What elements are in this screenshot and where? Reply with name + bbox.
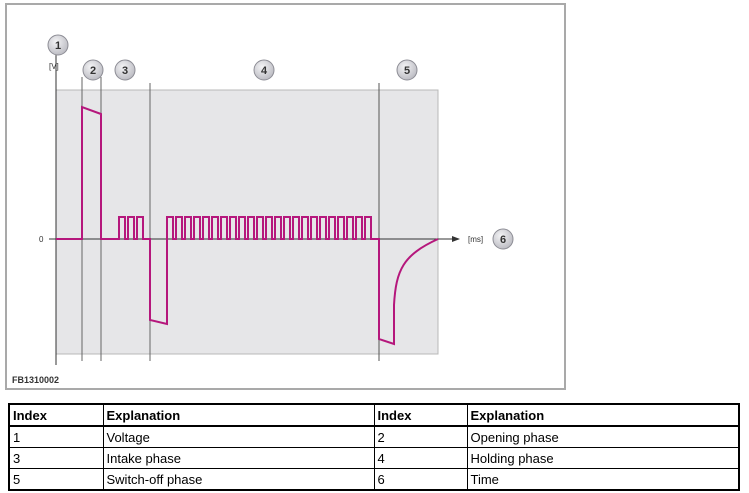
legend-header-index: Index xyxy=(373,403,468,427)
legend-explanation: Switch-off phase xyxy=(102,468,375,491)
callout-3: 3 xyxy=(114,59,136,81)
figure-id: FB1310002 xyxy=(12,375,59,385)
callout-4-number: 4 xyxy=(261,65,268,77)
callout-5: 5 xyxy=(396,59,418,81)
callout-2: 2 xyxy=(82,59,104,81)
legend-index: 2 xyxy=(373,425,468,448)
zero-label: 0 xyxy=(39,235,44,244)
callout-3-number: 3 xyxy=(122,65,128,77)
legend-table: Index Explanation Index Explanation 1 Vo… xyxy=(8,403,740,491)
legend-header-explanation: Explanation xyxy=(102,403,375,427)
legend-index: 1 xyxy=(8,425,104,448)
legend-explanation: Holding phase xyxy=(466,447,740,469)
time-unit-label: [ms] xyxy=(468,235,483,244)
legend-row: 3 Intake phase 4 Holding phase xyxy=(8,447,740,469)
legend-index: 3 xyxy=(8,447,104,469)
legend-row: 5 Switch-off phase 6 Time xyxy=(8,468,740,491)
legend-row: 1 Voltage 2 Opening phase xyxy=(8,425,740,448)
legend-explanation: Intake phase xyxy=(102,447,375,469)
callout-6: 6 xyxy=(492,228,514,250)
diagram-frame: [V] [ms] 0 1 2 3 4 5 6 xyxy=(5,3,566,390)
legend-index: 6 xyxy=(373,468,468,491)
legend-explanation: Opening phase xyxy=(466,425,740,448)
callout-5-number: 5 xyxy=(404,65,410,77)
legend-header-index: Index xyxy=(8,403,104,427)
callout-2-number: 2 xyxy=(90,65,96,77)
legend-explanation: Time xyxy=(466,468,740,491)
legend-index: 4 xyxy=(373,447,468,469)
injector-voltage-diagram: [V] [ms] 0 1 2 3 4 5 6 xyxy=(12,34,514,385)
callout-4: 4 xyxy=(253,59,275,81)
callout-6-number: 6 xyxy=(500,234,506,246)
voltage-unit-label: [V] xyxy=(49,62,59,71)
legend-index: 5 xyxy=(8,468,104,491)
voltage-signal-curve xyxy=(56,105,439,346)
legend-explanation: Voltage xyxy=(102,425,375,448)
legend-header-row: Index Explanation Index Explanation xyxy=(8,403,740,427)
legend-header-explanation: Explanation xyxy=(466,403,740,427)
callout-1: 1 xyxy=(47,34,69,56)
callout-1-number: 1 xyxy=(55,40,61,52)
